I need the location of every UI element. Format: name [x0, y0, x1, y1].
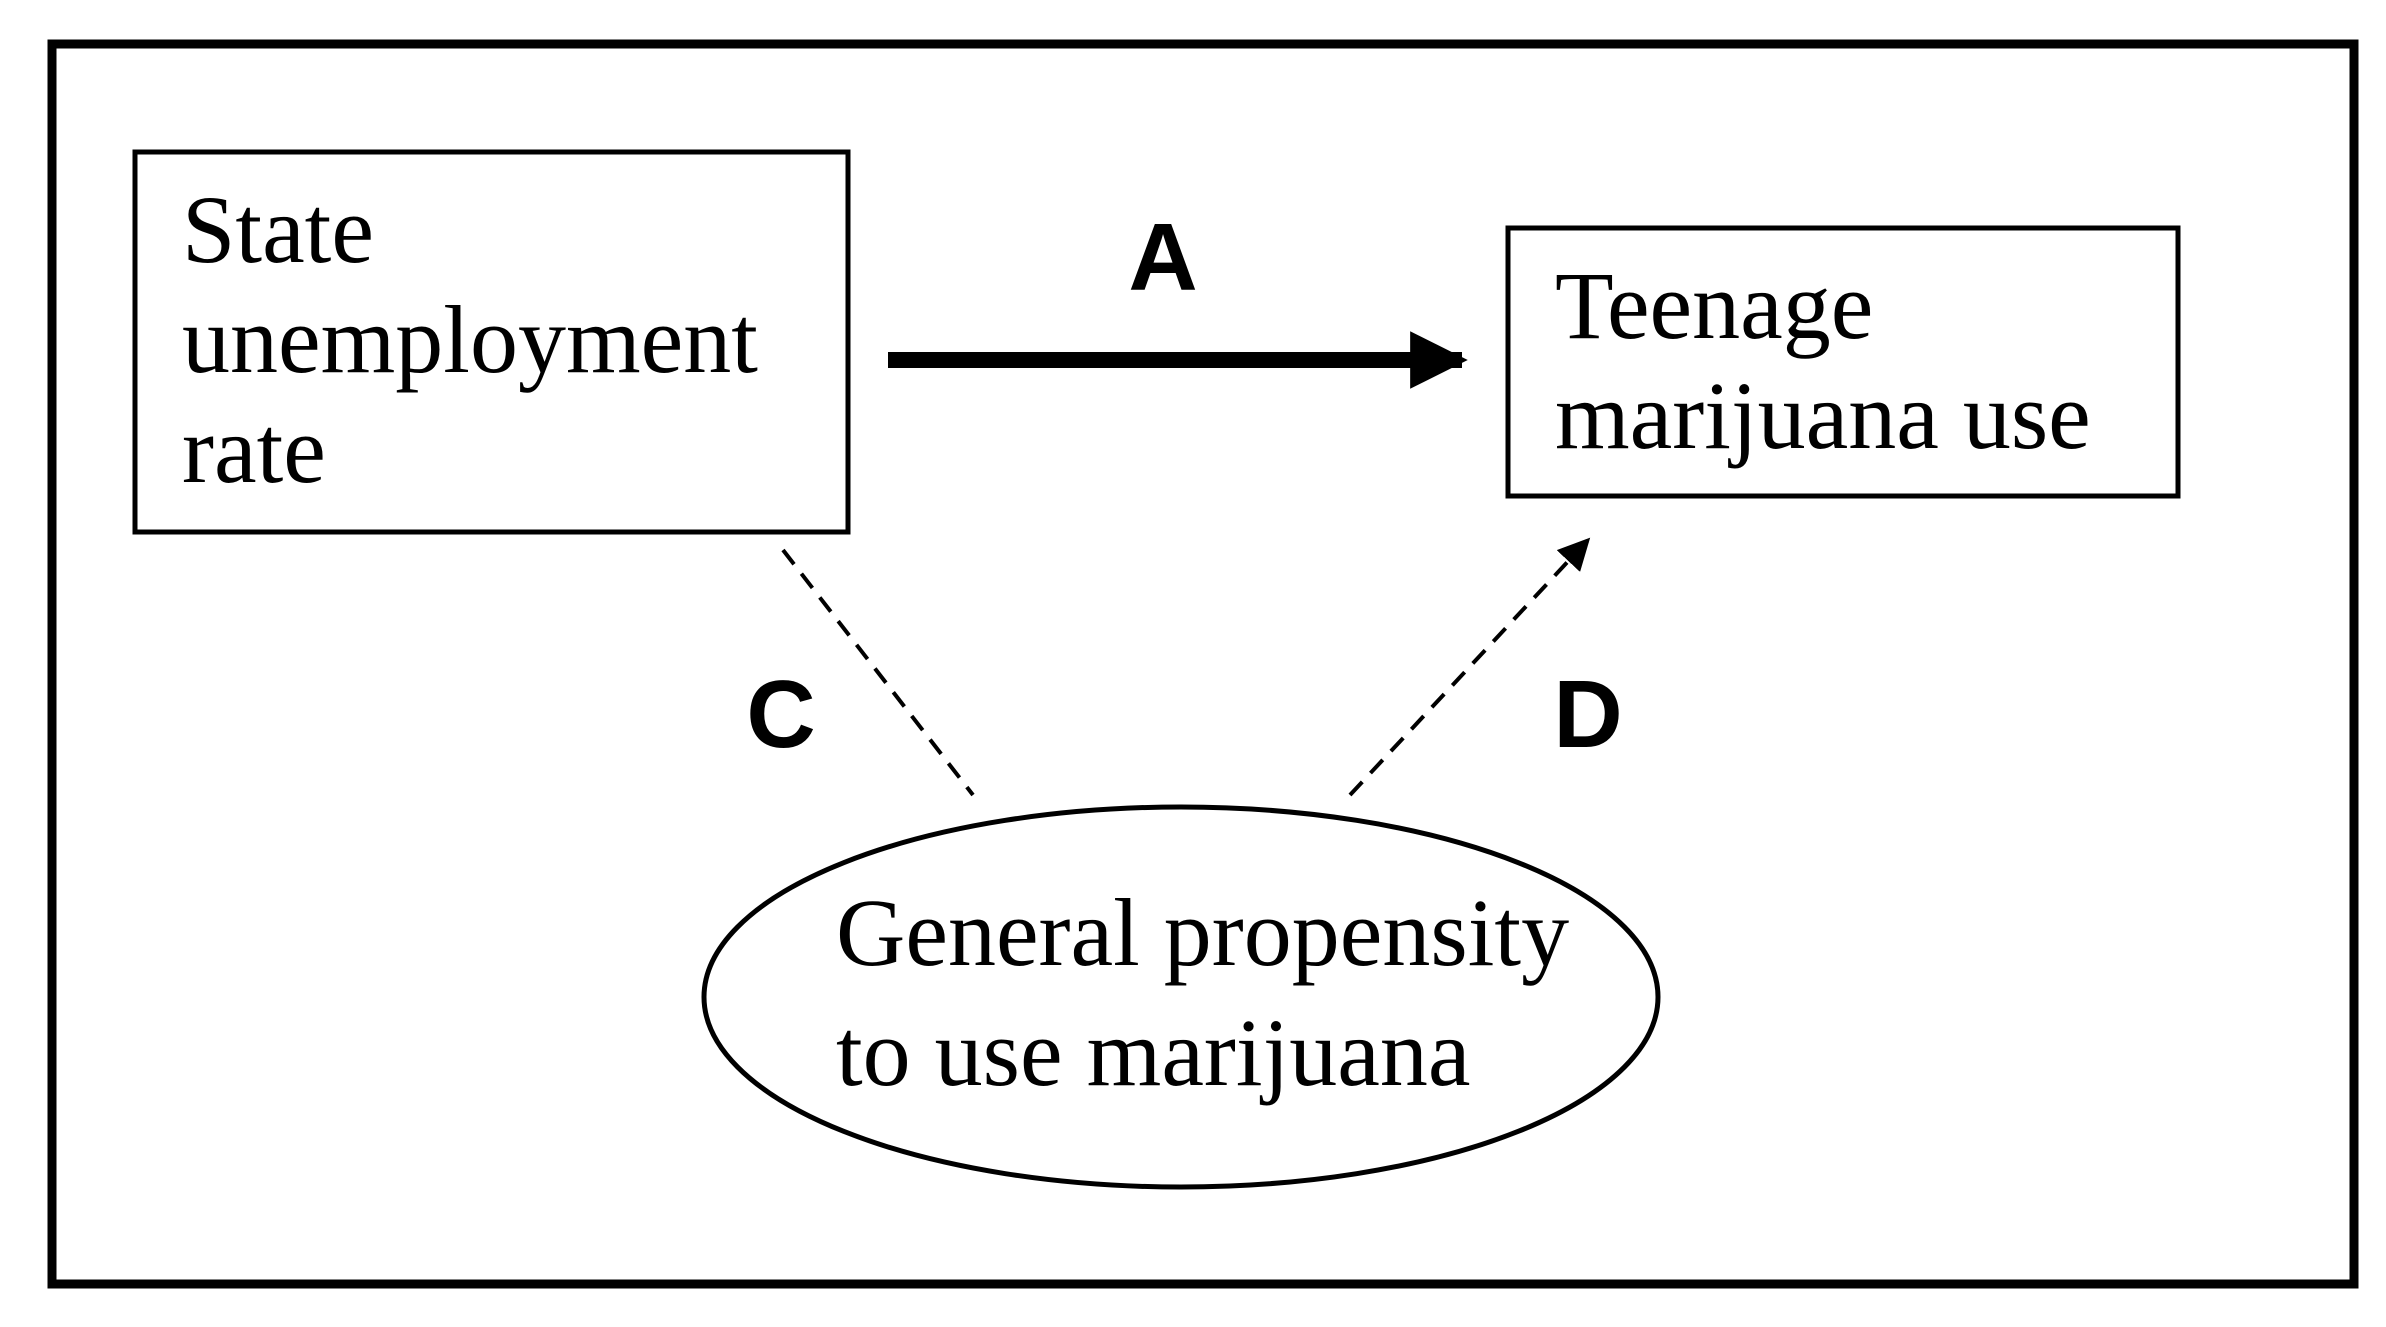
diagram-frame — [47, 39, 2359, 1289]
node-box — [132, 149, 851, 535]
edge-d-label: D — [1553, 661, 1622, 768]
edge-c: C — [746, 548, 975, 797]
node-label-line: to use marijuana — [836, 999, 1470, 1106]
node-label-line: General propensity — [836, 879, 1569, 986]
node-state-unemployment-rate: State unemployment rate — [132, 149, 851, 535]
edge-d: D — [1348, 537, 1623, 797]
node-label-line: Teenage — [1555, 252, 1873, 359]
node-teenage-marijuana-use: Teenage marijuana use — [1505, 225, 2181, 499]
node-label-line: State — [182, 176, 374, 283]
edge-a-label: A — [1128, 204, 1197, 311]
edge-c-line — [781, 548, 975, 797]
edge-d-arrow — [1348, 537, 1591, 797]
node-ellipse — [701, 804, 1661, 1190]
node-general-propensity: General propensity to use marijuana — [701, 804, 1661, 1190]
edge-c-label: C — [746, 661, 815, 768]
edge-a: A — [888, 204, 1468, 389]
node-label-line: rate — [182, 396, 326, 503]
node-label-line: unemployment — [182, 286, 758, 393]
node-box — [1505, 225, 2181, 499]
node-label-line: marijuana use — [1555, 362, 2091, 469]
